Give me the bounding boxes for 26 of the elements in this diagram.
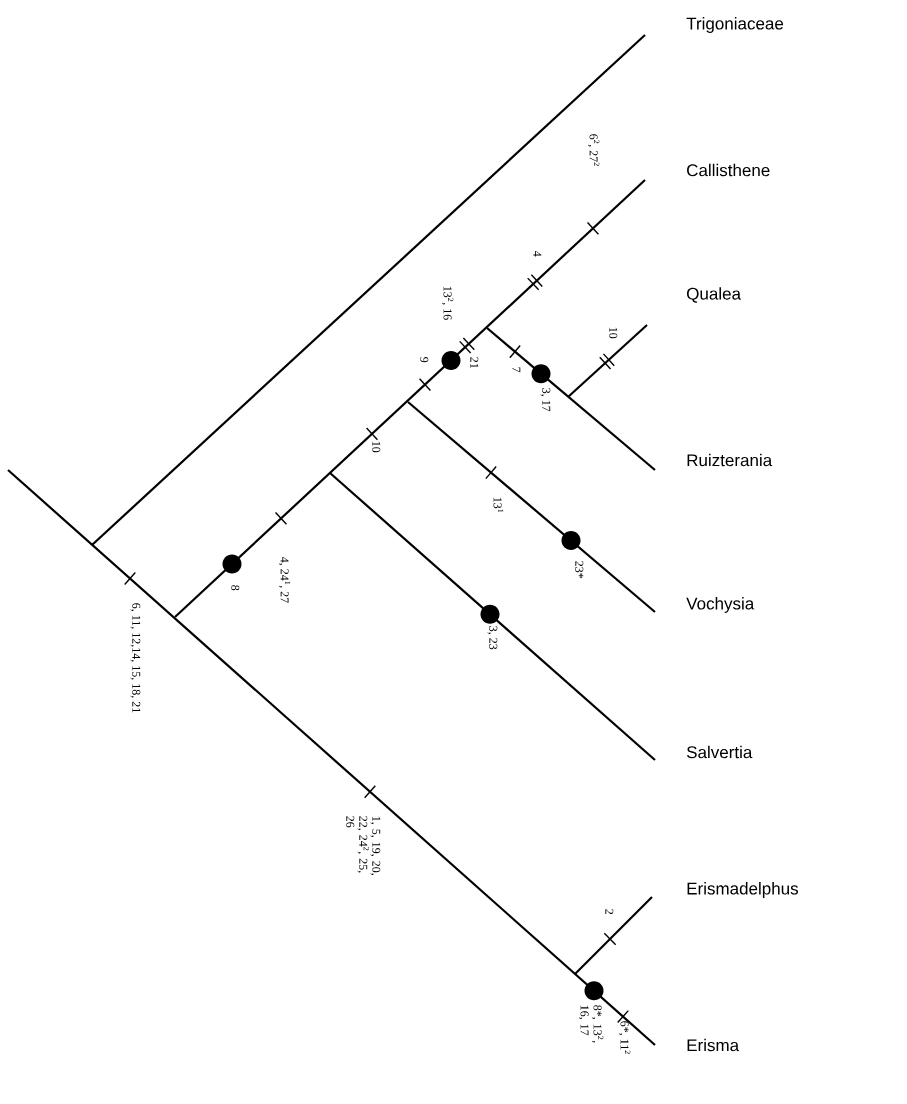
character-label: 6, 11, 12,14, 15, 18, 21	[130, 603, 141, 713]
taxon-label: Ruizterania	[687, 453, 773, 467]
character-label: 21	[470, 357, 479, 368]
taxon-label: Vochysia	[686, 597, 755, 613]
character-label: 23*	[575, 561, 584, 579]
taxon-label: Erismadelphus	[687, 882, 798, 898]
character-label: 7	[512, 367, 521, 373]
character-label: 13$^{2}$, 16	[441, 286, 454, 320]
character-label: 6$^{2}$, 27$^{2}$	[587, 134, 600, 166]
character-label: 8*, 13$^{2}$, 16, 17	[578, 1005, 604, 1043]
character-label: 8	[231, 585, 240, 591]
taxon-label: Trigoniaceae	[686, 17, 784, 33]
character-label: 10	[372, 441, 381, 453]
character-label: 13$^{1}$	[493, 497, 504, 513]
character-label: 10	[609, 327, 618, 339]
character-label: 6*, 11$^{2}$	[618, 1021, 631, 1054]
character-label: 3, 23	[487, 626, 498, 650]
taxon-label: Callisthene	[687, 163, 770, 177]
taxon-label: Erisma	[687, 1038, 740, 1052]
character-label: 4	[533, 250, 542, 257]
character-label: 4, 24$^{1}$, 27	[278, 556, 291, 603]
taxon-label: Salvertia	[686, 745, 753, 759]
taxon-label: Qualea	[687, 287, 741, 303]
character-label: 9	[420, 357, 429, 363]
character-label: 2	[605, 909, 614, 915]
character-label: 3, 17	[540, 388, 551, 412]
